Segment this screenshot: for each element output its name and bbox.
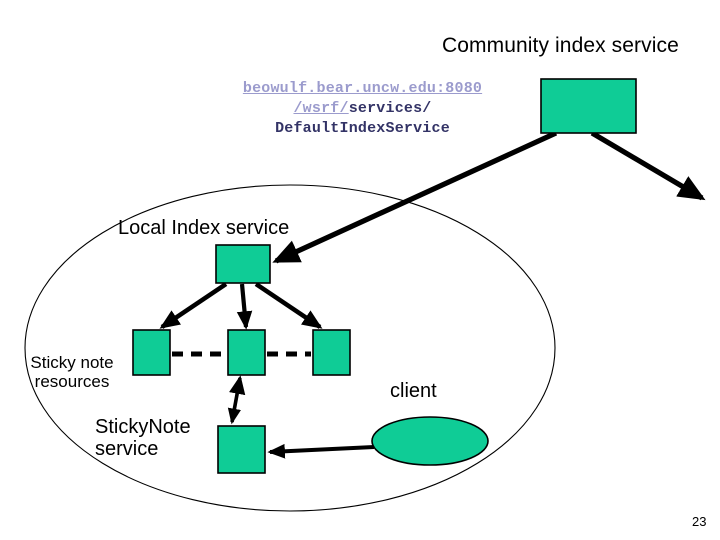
endpoint-url-service-line: DefaultIndexService <box>185 119 540 139</box>
page-number: 23 <box>692 514 707 529</box>
endpoint-url-path-link: /wsrf/ <box>293 99 349 117</box>
node-stickynote-service[interactable] <box>217 425 266 474</box>
endpoint-url: beowulf.bear.uncw.edu:8080 /wsrf/service… <box>185 79 540 139</box>
node-community-index-service[interactable] <box>540 78 637 134</box>
node-local-index-service[interactable] <box>215 244 271 284</box>
connector-local-index-to-resource-3 <box>254 282 323 329</box>
connector-local-index-to-resource-1 <box>159 282 228 329</box>
label-community-index-service: Community index service <box>442 34 679 57</box>
connector-community-to-local-index <box>272 130 558 264</box>
label-sticky-note-resources-line1: Sticky note <box>30 353 114 372</box>
endpoint-url-path-line: /wsrf/services/ <box>185 99 540 119</box>
label-stickynote-service: StickyNote service <box>95 416 213 461</box>
connector-client-to-stickynote-service <box>267 443 375 459</box>
label-stickynote-service-line2: service <box>95 438 159 461</box>
connector-community-to-external <box>590 130 706 201</box>
connector-local-index-to-resource-2 <box>236 283 253 330</box>
endpoint-url-path: services/ <box>348 99 432 117</box>
node-sticky-note-resource-3[interactable] <box>312 329 351 376</box>
node-sticky-note-resource-1[interactable] <box>132 329 171 376</box>
endpoint-url-service: DefaultIndexService <box>275 119 450 137</box>
endpoint-url-host: beowulf.bear.uncw.edu:8080 <box>242 80 483 97</box>
label-sticky-note-resources-line2: resources <box>34 372 110 392</box>
label-client: client <box>390 380 437 402</box>
node-client[interactable] <box>371 416 489 466</box>
node-sticky-note-resource-2[interactable] <box>227 329 266 376</box>
label-sticky-note-resources: Sticky note resources <box>18 353 126 391</box>
endpoint-url-host-line: beowulf.bear.uncw.edu:8080 <box>185 79 540 99</box>
label-stickynote-service-line1: StickyNote <box>95 416 191 438</box>
connector-stickynote-service-to-resource-2 <box>227 375 246 425</box>
label-local-index-service: Local Index service <box>118 217 290 239</box>
community-boundary-ellipse <box>24 184 556 512</box>
